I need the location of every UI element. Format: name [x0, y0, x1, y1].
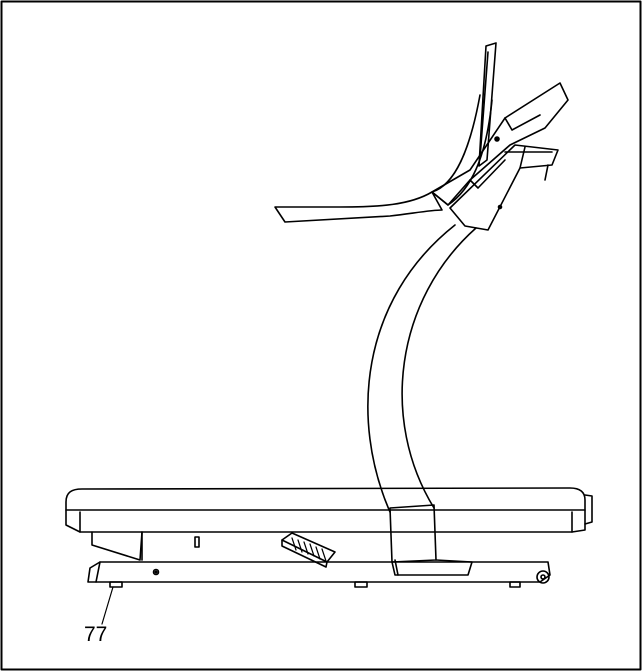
- upright-post: [367, 224, 477, 513]
- upright-base: [389, 504, 473, 576]
- base-rail: [87, 561, 551, 588]
- motor-flywheel: [281, 532, 336, 568]
- callout-77-leader: [101, 586, 114, 625]
- treadmill-deck: [65, 487, 593, 568]
- console-assembly: [274, 42, 569, 231]
- callout-77-label: 77: [84, 623, 108, 646]
